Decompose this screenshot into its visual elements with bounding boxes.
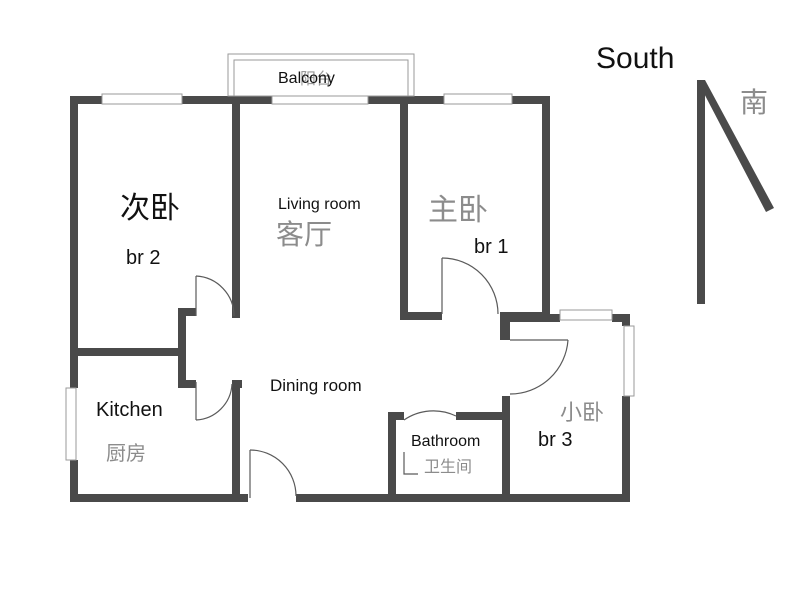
door-bath-swing [403,410,457,421]
wall-kitchen-jamb [178,380,196,388]
br2-label-cn: 次卧 [120,191,180,226]
br3-label-en: br 3 [538,429,572,451]
door-kitchen-swing [195,383,233,421]
wall-br3-top-right [612,314,630,322]
wall-bottom-right [296,494,630,502]
door-br3-swing [509,339,569,395]
br3-label-cn: 小卧 [560,401,604,426]
wall-br2-door-jamb [178,308,186,386]
wall-br1-bottom-right [500,312,550,320]
wall-br3-right [622,314,630,326]
door-entrance-swing [249,449,297,497]
kitchen-label-cn: 厨房 [106,441,146,465]
wall-br1-right [542,96,550,318]
wall-top-right [512,96,550,104]
window-br1 [443,93,513,105]
balcony-label-cn: 阳台 [300,70,332,88]
wall-top-left [70,96,102,104]
br1-label-en: br 1 [474,236,508,258]
br2-label-en: br 2 [126,247,160,269]
living-room-label-cn: 客厅 [276,218,332,251]
bathroom-label-en: Bathroom [411,433,480,450]
wall-bottom-left [70,494,248,502]
door-br1-swing [441,257,499,315]
living-room-label-en: Living room [278,196,361,213]
br1-label-cn: 主卧 [428,193,488,228]
wall-br3-right-lower [622,396,630,502]
wall-kitchen-right [232,380,240,502]
balcony-label-en: Balcony [278,70,335,87]
room-labels: 阳台 Balcony 次卧 br 2 Living room 客厅 主卧 br … [96,70,604,476]
kitchen-label-en: Kitchen [96,399,163,421]
window-br2 [101,93,183,105]
bath-fixture [403,452,418,475]
window-br3-top [559,309,613,321]
walls [70,96,630,502]
window-kitchen [65,387,77,461]
compass-label-en: South [596,42,674,75]
door-br2-swing [195,275,235,317]
wall-br2-bottom [70,348,186,356]
wall-left-lower [70,460,78,502]
windows [65,53,635,461]
bathroom-label-cn: 卫生间 [424,457,472,476]
doors [195,257,569,498]
wall-top-mid-left [182,96,272,104]
compass-label-cn: 南 [740,86,768,119]
compass-arrow [697,80,705,304]
wall-bath-left [388,412,396,502]
compass: South 南 [596,42,774,304]
wall-br2-jamb-top [178,308,196,316]
balcony-outline-inner [233,59,409,97]
wall-left-upper [70,96,78,388]
wall-bath-right [502,396,510,502]
window-br3-right [623,325,635,397]
wall-living-left [232,96,240,318]
dining-room-label-en: Dining room [270,376,362,395]
wall-br3-left-upper [500,314,510,340]
wall-bath-left-top [388,412,404,420]
wall-br1-bottom-left [400,312,442,320]
wall-bath-top [456,412,510,420]
wall-living-right [400,96,408,318]
wall-kitchen-right-top [232,380,242,388]
compass-diagonal [697,80,774,212]
